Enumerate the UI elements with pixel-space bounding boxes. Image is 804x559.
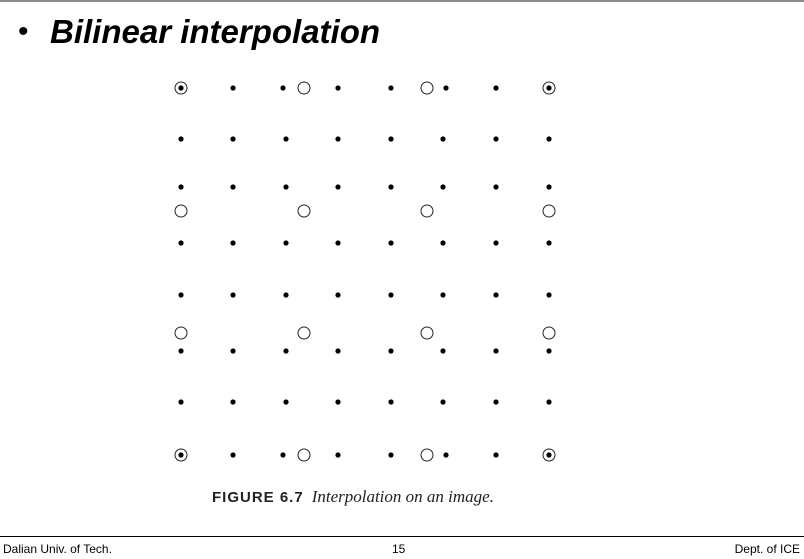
pixel-dot [283, 240, 289, 246]
pixel-dot [493, 292, 499, 298]
pixel-dot [178, 85, 184, 91]
pixel-dot [335, 292, 341, 298]
pixel-dot [280, 85, 286, 91]
pixel-dot [283, 136, 289, 142]
pixel-dot [546, 240, 552, 246]
pixel-dot [493, 240, 499, 246]
pixel-dot [335, 399, 341, 405]
interpolated-sample-circle [420, 448, 434, 462]
interpolated-sample-circle [420, 81, 434, 95]
interpolated-sample-circle [174, 326, 188, 340]
footer-rule [0, 536, 804, 537]
pixel-dot [440, 348, 446, 354]
pixel-dot [388, 136, 394, 142]
pixel-dot [230, 240, 236, 246]
page-number: 15 [392, 542, 406, 556]
pixel-dot [280, 452, 286, 458]
pixel-dot [546, 399, 552, 405]
pixel-dot [335, 85, 341, 91]
figure-caption-text: Interpolation on an image. [311, 487, 494, 506]
pixel-dot [493, 452, 499, 458]
interpolated-sample-circle [542, 326, 556, 340]
interpolated-sample-circle [297, 326, 311, 340]
pixel-dot [493, 85, 499, 91]
pixel-dot [178, 184, 184, 190]
pixel-dot [443, 452, 449, 458]
pixel-dot [388, 240, 394, 246]
pixel-dot [178, 348, 184, 354]
pixel-dot [335, 452, 341, 458]
pixel-dot [178, 399, 184, 405]
pixel-dot [335, 348, 341, 354]
pixel-dot [546, 136, 552, 142]
pixel-dot [283, 184, 289, 190]
pixel-dot [493, 399, 499, 405]
pixel-dot [388, 292, 394, 298]
footer-institution: Dalian Univ. of Tech. [3, 542, 112, 556]
pixel-dot [283, 399, 289, 405]
pixel-dot [440, 184, 446, 190]
title-bullet: • [18, 15, 29, 48]
pixel-dot [230, 292, 236, 298]
pixel-dot [546, 452, 552, 458]
pixel-dot [335, 136, 341, 142]
pixel-dot [493, 136, 499, 142]
interpolated-sample-circle [542, 204, 556, 218]
pixel-dot [388, 399, 394, 405]
pixel-dot [440, 399, 446, 405]
pixel-dot [283, 348, 289, 354]
interpolated-sample-circle [297, 448, 311, 462]
figure-caption-label: FIGURE 6.7 [212, 489, 304, 506]
interpolated-sample-circle [297, 204, 311, 218]
interpolated-sample-circle [174, 448, 188, 462]
interpolated-sample-circle [297, 81, 311, 95]
pixel-dot [440, 136, 446, 142]
top-rule [0, 0, 804, 2]
pixel-dot [230, 184, 236, 190]
figure-caption: FIGURE 6.7 Interpolation on an image. [212, 486, 494, 509]
pixel-dot [388, 184, 394, 190]
pixel-dot [546, 184, 552, 190]
pixel-dot [335, 240, 341, 246]
pixel-dot [230, 399, 236, 405]
pixel-dot [388, 452, 394, 458]
footer-department: Dept. of ICE [734, 542, 800, 556]
interpolated-sample-circle [174, 81, 188, 95]
pixel-dot [443, 85, 449, 91]
pixel-dot [440, 240, 446, 246]
pixel-dot [230, 348, 236, 354]
pixel-dot [546, 292, 552, 298]
slide-title: Bilinear interpolation [50, 13, 381, 50]
interpolated-sample-circle [542, 448, 556, 462]
pixel-dot [283, 292, 289, 298]
interpolated-sample-circle [420, 204, 434, 218]
pixel-dot [546, 85, 552, 91]
pixel-dot [178, 240, 184, 246]
pixel-dot [546, 348, 552, 354]
pixel-dot [335, 184, 341, 190]
pixel-dot [230, 85, 236, 91]
pixel-dot [440, 292, 446, 298]
interpolated-sample-circle [542, 81, 556, 95]
pixel-dot [388, 85, 394, 91]
pixel-dot [178, 136, 184, 142]
pixel-dot [493, 348, 499, 354]
pixel-dot [388, 348, 394, 354]
pixel-dot [230, 452, 236, 458]
pixel-dot [230, 136, 236, 142]
pixel-dot [178, 452, 184, 458]
pixel-dot [178, 292, 184, 298]
interpolated-sample-circle [174, 204, 188, 218]
interpolated-sample-circle [420, 326, 434, 340]
pixel-dot [493, 184, 499, 190]
